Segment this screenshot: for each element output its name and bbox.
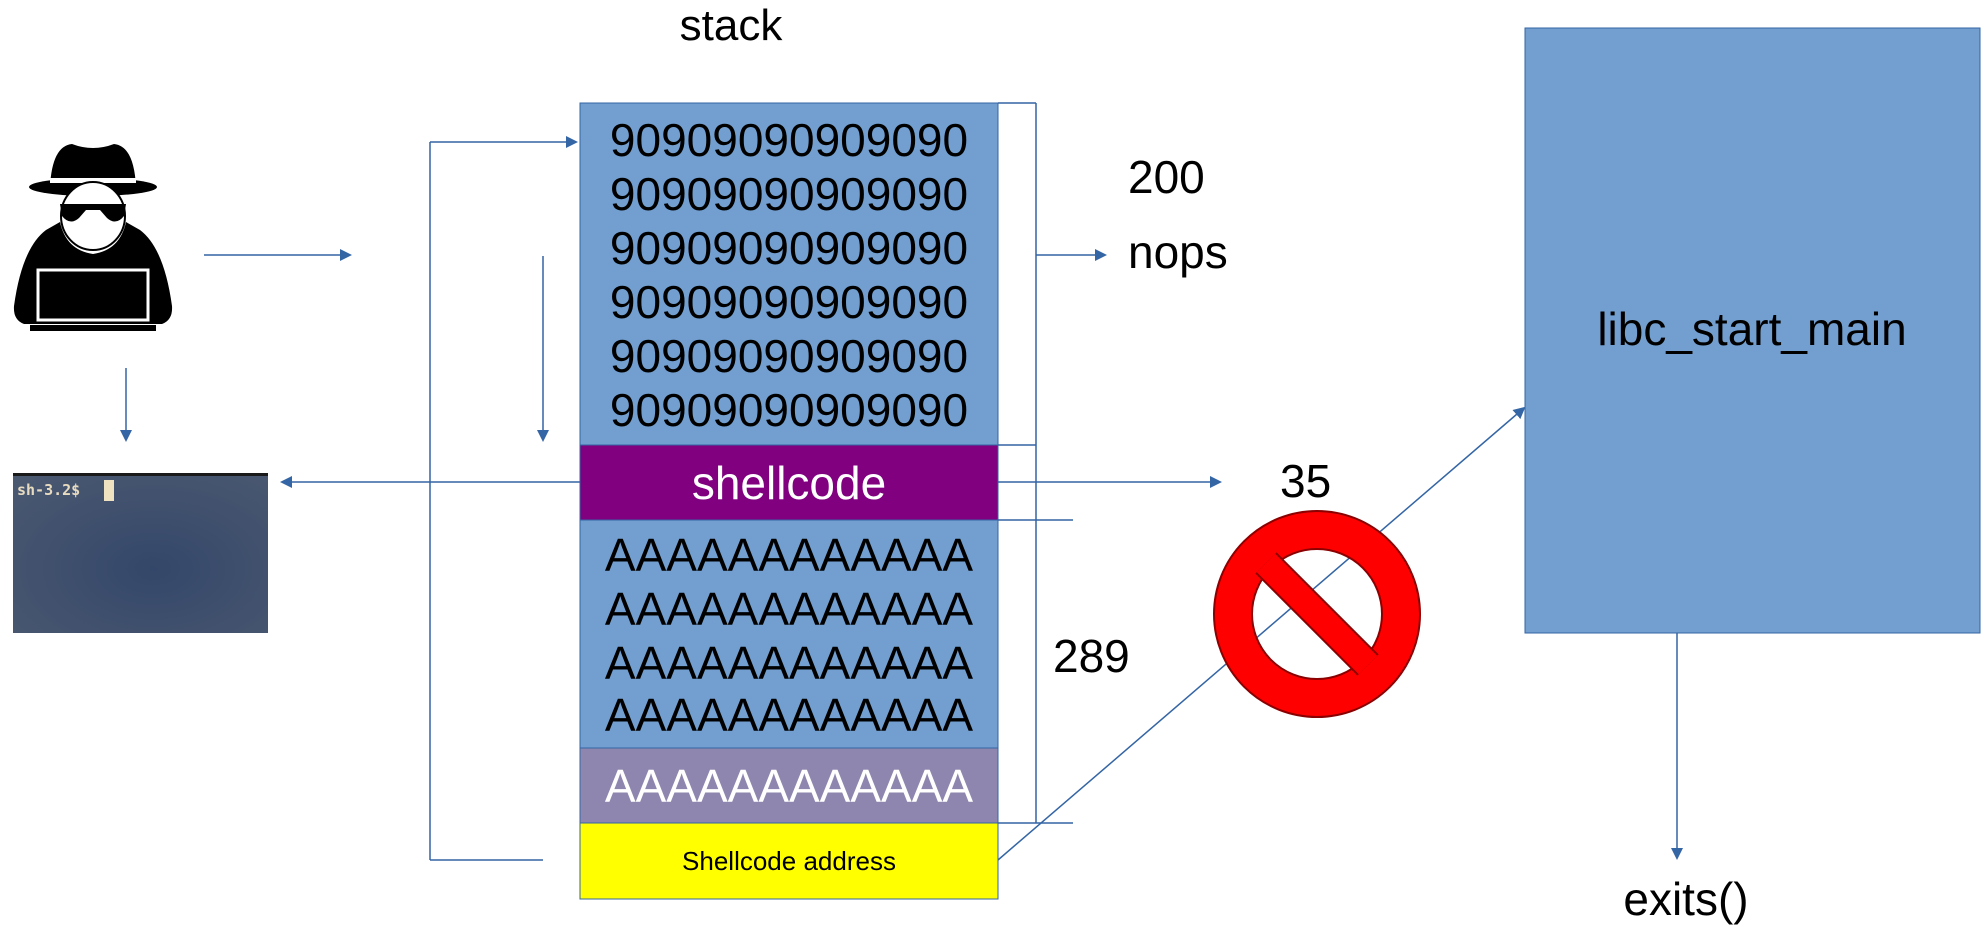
padding-block: AAAAAAAAAAAA AAAAAAAAAAAA AAAAAAAAAAAA A… <box>579 519 999 749</box>
padding-size-label: 289 <box>1053 630 1130 682</box>
libc-start-main-box: libc_start_main <box>1524 27 1981 634</box>
nop-row: 90909090909090 <box>610 276 968 328</box>
ret2libc-arrow <box>997 406 1526 861</box>
nop-row: 90909090909090 <box>610 114 968 166</box>
return-jump-arrow <box>429 136 578 861</box>
nop-row: 90909090909090 <box>610 330 968 382</box>
nop-row: 90909090909090 <box>610 222 968 274</box>
nop-row: 90909090909090 <box>610 168 968 220</box>
size-brackets <box>998 102 1073 824</box>
padding-row: AAAAAAAAAAAA <box>605 529 973 581</box>
nop-label: nops <box>1128 226 1228 278</box>
padding-row: AAAAAAAAAAAA <box>605 637 973 689</box>
terminal-cursor <box>104 480 114 501</box>
hacker-icon <box>13 144 173 331</box>
return-address-block: Shellcode address <box>579 822 999 900</box>
terminal-prompt: sh-3.2$ <box>17 481 80 499</box>
shellcode-label: shellcode <box>692 457 886 509</box>
no-entry-icon <box>1213 510 1421 718</box>
padding-row: AAAAAAAAAAAA <box>605 583 973 635</box>
nop-count-label: 200 <box>1128 151 1205 203</box>
saved-frame-block: AAAAAAAAAAAA <box>579 747 999 824</box>
nop-row: 90909090909090 <box>610 384 968 436</box>
terminal-icon: sh-3.2$ <box>13 473 268 633</box>
padding-row: AAAAAAAAAAAA <box>605 689 973 741</box>
nop-sled-block: 90909090909090 90909090909090 9090909090… <box>579 102 999 446</box>
shellcode-size-label: 35 <box>1280 455 1331 507</box>
saved-frame-label: AAAAAAAAAAAA <box>605 760 973 812</box>
return-address-label: Shellcode address <box>682 846 896 876</box>
shellcode-block: shellcode <box>579 444 999 521</box>
libc-label: libc_start_main <box>1597 303 1906 355</box>
stack-title: stack <box>680 1 784 50</box>
exit-label: exits() <box>1623 873 1748 925</box>
